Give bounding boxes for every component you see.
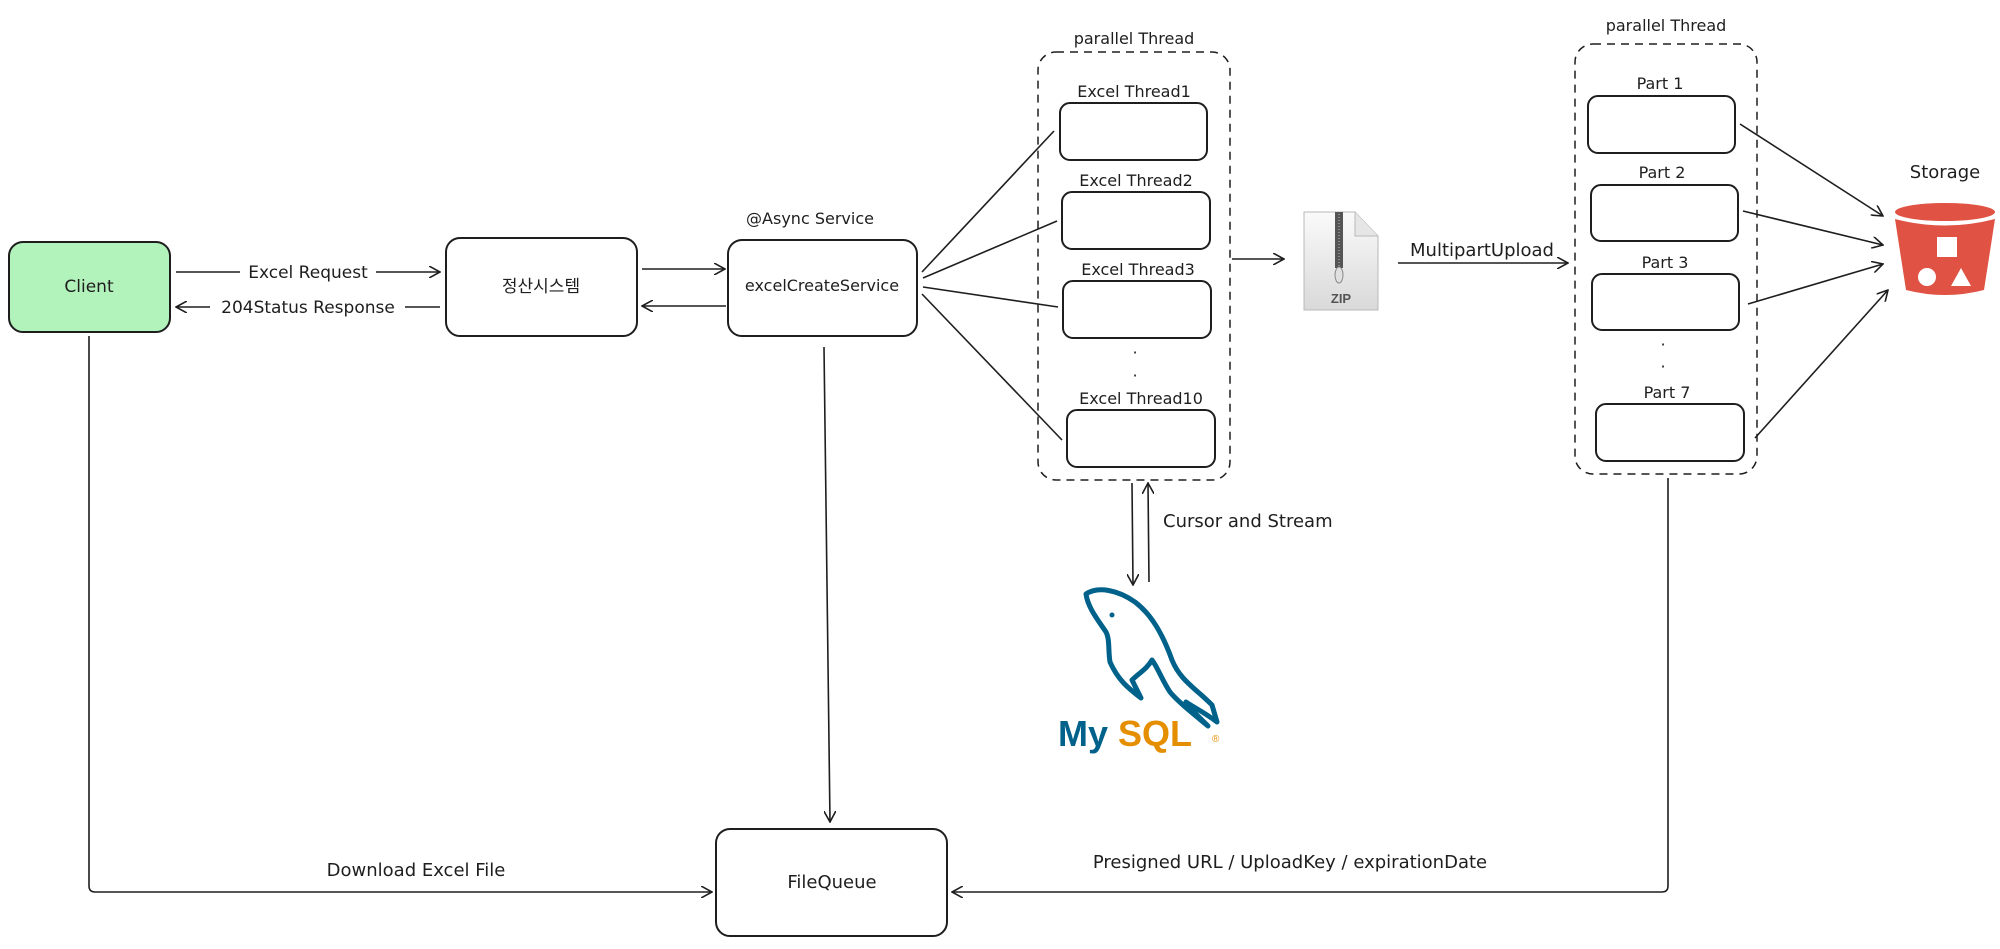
upload-part-1[interactable]: Part 1 bbox=[1587, 74, 1736, 154]
triangle-shape-icon bbox=[1951, 268, 1971, 286]
upload-part-7[interactable]: Part 7 bbox=[1595, 383, 1745, 462]
mysql-registered-mark: ® bbox=[1212, 734, 1220, 745]
excel-thread-group: parallel Thread Excel Thread1 Excel Thre… bbox=[1037, 29, 1231, 481]
storage-bucket-icon[interactable] bbox=[1895, 203, 1995, 295]
dolphin-icon bbox=[1083, 587, 1220, 729]
mysql-my-text: My bbox=[1058, 713, 1108, 754]
excel-thread-2-label: Excel Thread2 bbox=[1079, 171, 1193, 190]
zip-label: ZIP bbox=[1331, 291, 1352, 306]
upload-part-group-title: parallel Thread bbox=[1606, 16, 1727, 35]
multipart-upload-edge: MultipartUpload bbox=[1398, 240, 1568, 263]
upload-part-ellipsis-2: · bbox=[1660, 357, 1665, 376]
excel-thread-group-title: parallel Thread bbox=[1074, 29, 1195, 48]
async-service-caption: @Async Service bbox=[746, 209, 874, 228]
upload-part-2[interactable]: Part 2 bbox=[1590, 163, 1739, 242]
mysql-logo: My SQL ® bbox=[1058, 587, 1220, 754]
download-edge: Download Excel File bbox=[88, 336, 712, 892]
fanout-edges bbox=[921, 130, 1063, 441]
status-response-edge: 204Status Response bbox=[176, 298, 440, 318]
file-queue-label: FileQueue bbox=[787, 872, 876, 893]
excel-request-label: Excel Request bbox=[248, 263, 368, 283]
status-response-label: 204Status Response bbox=[221, 298, 395, 318]
zip-file-icon: ZIP bbox=[1303, 211, 1379, 311]
excel-thread-ellipsis-2: · bbox=[1132, 366, 1137, 385]
excel-request-edge: Excel Request bbox=[176, 263, 440, 283]
excel-thread-2[interactable]: Excel Thread2 bbox=[1061, 171, 1211, 250]
excel-thread-10-label: Excel Thread10 bbox=[1079, 389, 1203, 408]
client-node[interactable]: Client bbox=[8, 241, 171, 333]
excel-thread-3-label: Excel Thread3 bbox=[1081, 260, 1195, 279]
service-to-queue-edge bbox=[823, 346, 830, 822]
settlement-system-label: 정산시스템 bbox=[502, 277, 580, 297]
upload-part-ellipsis-1: · bbox=[1660, 335, 1665, 354]
excel-thread-1[interactable]: Excel Thread1 bbox=[1059, 82, 1208, 161]
excel-thread-1-label: Excel Thread1 bbox=[1077, 82, 1191, 101]
square-shape-icon bbox=[1937, 237, 1957, 257]
upload-part-2-label: Part 2 bbox=[1639, 163, 1686, 182]
multipart-upload-label: MultipartUpload bbox=[1410, 240, 1554, 261]
presigned-edge: Presigned URL / UploadKey / expirationDa… bbox=[952, 478, 1669, 892]
excel-thread-3[interactable]: Excel Thread3 bbox=[1062, 260, 1212, 339]
upload-part-1-label: Part 1 bbox=[1637, 74, 1684, 93]
upload-part-3-label: Part 3 bbox=[1642, 253, 1689, 272]
cursor-stream-label: Cursor and Stream bbox=[1163, 511, 1333, 532]
excel-thread-ellipsis-1: · bbox=[1132, 343, 1137, 362]
excel-thread-10[interactable]: Excel Thread10 bbox=[1066, 389, 1216, 468]
storage-label: Storage bbox=[1910, 162, 1980, 183]
client-label: Client bbox=[64, 277, 114, 297]
file-queue-node[interactable]: FileQueue bbox=[715, 828, 948, 937]
upload-part-group: parallel Thread Part 1 Part 2 Part 3 · ·… bbox=[1574, 16, 1758, 475]
zipper-icon bbox=[1335, 212, 1343, 268]
mysql-sql-text: SQL bbox=[1118, 713, 1192, 754]
cursor-stream-edge: Cursor and Stream bbox=[1132, 483, 1333, 585]
circle-shape-icon bbox=[1918, 268, 1936, 286]
upload-part-7-label: Part 7 bbox=[1644, 383, 1691, 402]
presigned-label: Presigned URL / UploadKey / expirationDa… bbox=[1093, 852, 1487, 873]
download-label: Download Excel File bbox=[327, 860, 506, 881]
settlement-system-node[interactable]: 정산시스템 bbox=[445, 237, 638, 337]
part-to-storage-edges bbox=[1739, 123, 1888, 439]
upload-part-3[interactable]: Part 3 bbox=[1591, 253, 1740, 331]
excel-create-service-node[interactable]: excelCreateService bbox=[727, 239, 918, 337]
excel-create-service-label: excelCreateService bbox=[745, 276, 899, 295]
